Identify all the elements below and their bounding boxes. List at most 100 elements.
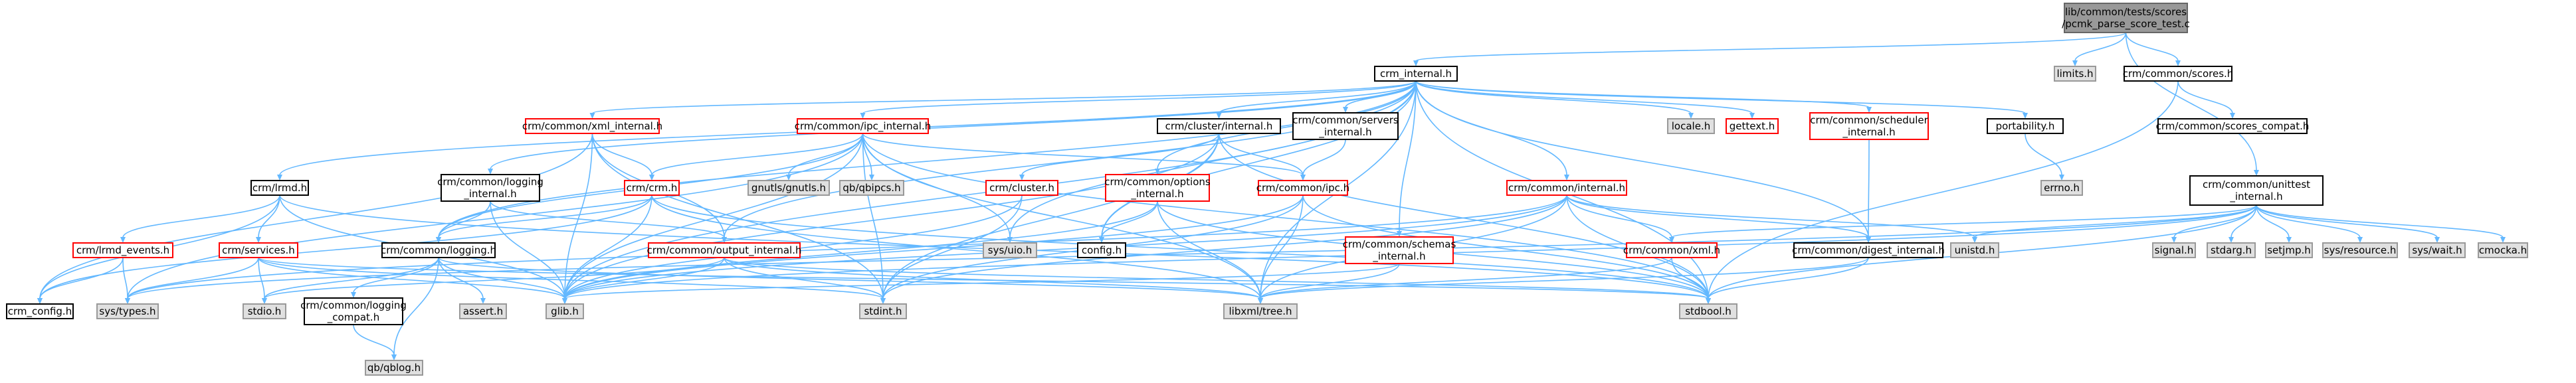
edge-root-to-scores <box>2125 32 2181 66</box>
node-box <box>983 242 1037 258</box>
node-box <box>859 303 907 319</box>
node-servers-internal[interactable]: crm/common/servers_internal.h <box>1292 112 1399 140</box>
edge-unittest-to-sys_types <box>125 204 2257 304</box>
node-options-internal[interactable]: crm/common/options_internal.h <box>1104 174 1211 202</box>
edge-logging-to-stdio <box>262 257 439 304</box>
node-box <box>1626 242 1718 258</box>
node-lrmd[interactable]: crm/lrmd.h <box>250 180 309 196</box>
node-box <box>441 174 540 202</box>
node-locale: locale.h <box>1667 118 1715 134</box>
node-label: _internal.h <box>463 188 516 200</box>
node-lrmd-events[interactable]: crm/lrmd_events.h <box>72 242 173 258</box>
edge-lrmd-to-lrmd_events <box>120 194 280 243</box>
node-label: gnutls/gnutls.h <box>751 182 826 194</box>
node-crm-internal[interactable]: crm_internal.h <box>1374 66 1458 82</box>
node-label: stdio.h <box>248 305 282 317</box>
node-scheduler-internal[interactable]: crm/common/scheduler_internal.h <box>1809 112 1929 140</box>
node-root: lib/common/tests/scores/pcmk_parse_score… <box>2062 3 2190 33</box>
node-label: crm/common/logging.h <box>381 244 496 256</box>
node-label: sys/resource.h <box>2324 244 2397 256</box>
node-label: _internal.h <box>2229 191 2282 203</box>
node-xml-internal[interactable]: crm/common/xml_internal.h <box>522 118 662 134</box>
node-label: cmocka.h <box>2479 244 2527 256</box>
node-errno: errno.h <box>2040 180 2083 196</box>
edge-unittest-to-xml <box>1669 204 2257 243</box>
node-label: locale.h <box>1672 120 1710 132</box>
node-label: qb/qbipcs.h <box>842 182 900 194</box>
node-label: crm/cluster/internal.h <box>1165 120 1273 132</box>
edge-crm_internal-to-options_internal <box>1155 80 1417 175</box>
node-glib: glib.h <box>545 303 584 319</box>
node-unittest[interactable]: crm/common/unittest_internal.h <box>2189 175 2324 206</box>
node-box <box>96 303 159 319</box>
node-common-internal[interactable]: crm/common/internal.h <box>1506 180 1627 196</box>
node-scores[interactable]: crm/common/scores.h <box>2123 66 2234 82</box>
node-config[interactable]: config.h <box>1077 242 1126 258</box>
node-stdio: stdio.h <box>243 303 286 319</box>
node-gettext[interactable]: gettext.h <box>1726 118 1779 134</box>
node-logging-compat[interactable]: crm/common/logging_compat.h <box>300 297 407 325</box>
node-ipc-internal[interactable]: crm/common/ipc_internal.h <box>795 118 931 134</box>
node-sys-types: sys/types.h <box>96 303 159 319</box>
node-label: crm/common/scheduler <box>1810 114 1928 126</box>
node-box <box>2478 242 2528 258</box>
node-logging-internal[interactable]: crm/common/logging_internal.h <box>437 174 544 202</box>
node-portability[interactable]: portability.h <box>1987 118 2064 134</box>
node-box <box>525 118 660 134</box>
edge-crm_internal-to-logging_internal <box>488 80 1417 175</box>
edge-xml-to-libxml_tree <box>1258 257 1672 304</box>
node-label: _internal.h <box>1130 188 1183 200</box>
node-label: lib/common/tests/scores <box>2065 6 2187 18</box>
edge-output_internal-to-stdint <box>724 257 886 304</box>
node-cluster-internal[interactable]: crm/cluster/internal.h <box>1157 118 1281 134</box>
edge-logging_internal-to-output_internal <box>490 200 727 243</box>
edge-common_internal-to-unistd <box>1566 194 1977 243</box>
node-box <box>797 118 929 134</box>
node-label: portability.h <box>1996 120 2055 132</box>
node-box <box>2124 66 2232 82</box>
node-box <box>72 242 173 258</box>
node-label: /pcmk_parse_score_test.c <box>2062 18 2190 31</box>
node-schemas-internal[interactable]: crm/common/schemas_internal.h <box>1343 236 1456 264</box>
node-ipc[interactable]: crm/common/ipc.h <box>1256 180 1349 196</box>
node-cluster[interactable]: crm/cluster.h <box>985 180 1058 196</box>
node-output-internal[interactable]: crm/common/output_internal.h <box>646 242 802 258</box>
node-crm-config[interactable]: crm_config.h <box>6 303 74 319</box>
node-box <box>624 180 680 196</box>
edge-crm_internal-to-locale <box>1415 80 1694 119</box>
node-label: sys/wait.h <box>2412 244 2462 256</box>
node-xml[interactable]: crm/common/xml.h <box>1623 242 1720 258</box>
node-label: stdarg.h <box>2211 244 2252 256</box>
node-label: crm/common/logging <box>437 176 544 188</box>
edge-ipc_internal-to-gnutls <box>786 133 864 181</box>
node-box <box>2054 66 2096 82</box>
node-label: config.h <box>1082 244 1122 256</box>
edge-crm_internal-to-portability <box>1415 80 2028 119</box>
node-box <box>1793 242 1943 258</box>
edge-digest_internal-to-stdbool <box>1706 257 1869 304</box>
node-logging[interactable]: crm/common/logging.h <box>381 242 496 258</box>
edge-unittest-to-sys_wait <box>2256 204 2440 243</box>
node-box <box>1105 174 1210 202</box>
node-scores-compat[interactable]: crm/common/scores_compat.h <box>2156 118 2310 134</box>
node-box <box>250 180 309 196</box>
edge-logging-to-assert <box>438 257 486 304</box>
node-box <box>1667 118 1715 134</box>
node-box <box>648 242 801 258</box>
node-label: stdint.h <box>864 305 902 317</box>
node-gnutls: gnutls/gnutls.h <box>747 180 830 196</box>
node-digest-internal[interactable]: crm/common/digest_internal.h <box>1792 242 1945 258</box>
node-label: _internal.h <box>1372 250 1425 263</box>
edge-unittest-to-setjmp <box>2256 204 2292 243</box>
node-sys-wait: sys/wait.h <box>2409 242 2466 258</box>
node-stdarg: stdarg.h <box>2207 242 2256 258</box>
node-unistd: unistd.h <box>1950 242 1999 258</box>
node-setjmp: setjmp.h <box>2265 242 2313 258</box>
node-box <box>1345 236 1454 264</box>
node-label: crm/services.h <box>222 244 295 256</box>
node-box <box>2064 3 2188 33</box>
edge-servers_internal-to-ipc <box>1300 139 1346 181</box>
node-services[interactable]: crm/services.h <box>219 242 298 258</box>
node-label: setjmp.h <box>2267 244 2311 256</box>
node-crm[interactable]: crm/crm.h <box>624 180 680 196</box>
